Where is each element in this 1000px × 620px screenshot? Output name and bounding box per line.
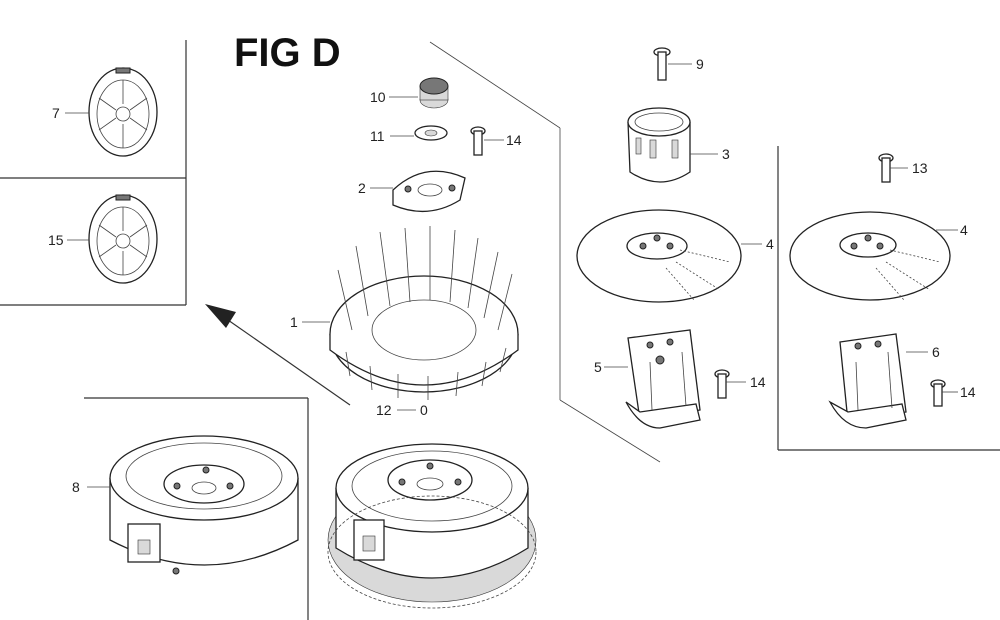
grille-15 [88, 194, 158, 284]
nut-10 [419, 77, 449, 109]
callout-14-middle: 14 [750, 374, 766, 390]
callout-14-right: 14 [960, 384, 976, 400]
callout-8: 8 [72, 479, 80, 495]
callout-6: 6 [932, 344, 940, 360]
callout-2: 2 [358, 180, 366, 196]
disc-4-left [576, 209, 742, 303]
flywheel-inset [84, 397, 309, 620]
callout-7: 7 [52, 105, 60, 121]
centre-frame [429, 41, 661, 463]
pulley-3 [627, 107, 691, 183]
callout-12: 12 [376, 402, 392, 418]
reference-arrow [205, 304, 351, 406]
callout-4-left: 4 [766, 236, 774, 252]
bolt-13 [878, 153, 894, 183]
callout-14-upper: 14 [506, 132, 522, 148]
right-inset [777, 146, 1000, 451]
callout-15: 15 [48, 232, 64, 248]
base-6 [828, 333, 907, 429]
bolt-14-right [930, 379, 946, 407]
base-5 [625, 329, 701, 429]
callout-5: 5 [594, 359, 602, 375]
callout-4-right: 4 [960, 222, 968, 238]
washer-11 [414, 125, 448, 141]
plate-2 [392, 170, 466, 213]
grille-inset [0, 40, 187, 306]
flywheel-8 [109, 435, 299, 575]
callout-9: 9 [696, 56, 704, 72]
callout-11: 11 [370, 128, 385, 144]
callout-12-qty: 0 [420, 402, 428, 418]
callout-10: 10 [370, 89, 386, 105]
callout-1: 1 [290, 314, 298, 330]
flywheel-ring-gear-12 [327, 443, 537, 609]
bolt-14-upper [470, 126, 486, 156]
callout-3: 3 [722, 146, 730, 162]
disc-4-right [789, 211, 951, 301]
grille-7 [88, 67, 158, 157]
figure-title: FIG D [234, 31, 341, 75]
bolt-14-middle [714, 369, 730, 399]
bolt-9 [653, 47, 671, 81]
flywheel-fan-1 [329, 226, 519, 400]
callout-13: 13 [912, 160, 928, 176]
